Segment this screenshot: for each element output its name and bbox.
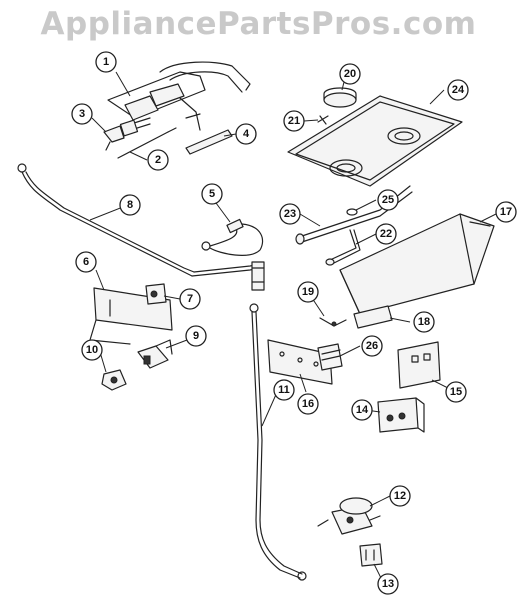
svg-text:15: 15 <box>450 386 462 398</box>
callout-12: 12 <box>389 485 411 507</box>
callout-22: 22 <box>375 223 397 245</box>
part-pressure-regulator[interactable] <box>317 497 381 535</box>
part-regulator-bracket[interactable] <box>359 543 383 567</box>
part-strap-bracket[interactable] <box>185 129 233 155</box>
svg-text:23: 23 <box>284 208 296 220</box>
callout-20: 20 <box>339 63 361 85</box>
svg-text:25: 25 <box>382 194 394 206</box>
part-orifice-tube[interactable] <box>325 229 361 266</box>
part-burner-pan[interactable] <box>287 95 463 187</box>
part-igniter-rod[interactable] <box>117 127 177 159</box>
part-small-bracket[interactable] <box>103 125 125 151</box>
callout-4: 4 <box>235 123 257 145</box>
callout-9: 9 <box>185 325 207 347</box>
svg-text:13: 13 <box>382 578 394 590</box>
part-mounting-bracket[interactable] <box>267 339 333 385</box>
svg-text:22: 22 <box>380 228 392 240</box>
callout-15: 15 <box>445 381 467 403</box>
callout-25: 25 <box>377 189 399 211</box>
part-spark-module[interactable] <box>377 397 425 433</box>
svg-text:10: 10 <box>86 344 98 356</box>
svg-text:18: 18 <box>418 316 430 328</box>
part-cover-plate[interactable] <box>397 341 441 389</box>
svg-text:3: 3 <box>79 108 85 120</box>
part-broiler-drawer[interactable] <box>339 213 495 315</box>
part-knob[interactable] <box>101 369 127 391</box>
svg-text:9: 9 <box>193 330 199 342</box>
part-thermostat-valve[interactable] <box>137 339 173 369</box>
callout-16: 16 <box>297 393 319 415</box>
svg-text:24: 24 <box>452 84 465 96</box>
callout-7: 7 <box>179 288 201 310</box>
callout-8: 8 <box>119 194 141 216</box>
svg-text:19: 19 <box>302 286 314 298</box>
part-switch-bracket[interactable] <box>353 305 393 329</box>
callout-3: 3 <box>71 103 93 125</box>
callout-11: 11 <box>273 379 295 401</box>
callout-10: 10 <box>81 339 103 361</box>
callout-19: 19 <box>297 281 319 303</box>
callout-26: 26 <box>361 335 383 357</box>
svg-text:20: 20 <box>344 68 356 80</box>
svg-text:12: 12 <box>394 490 406 502</box>
svg-text:14: 14 <box>356 404 369 416</box>
svg-text:11: 11 <box>278 384 290 396</box>
part-gas-tube-long[interactable] <box>17 163 263 277</box>
svg-text:21: 21 <box>288 115 300 127</box>
svg-text:2: 2 <box>155 154 161 166</box>
callout-1: 1 <box>95 51 117 73</box>
svg-text:1: 1 <box>103 56 109 68</box>
watermark-text: AppliancePartsPros.com <box>40 6 477 42</box>
part-burner-assembly[interactable] <box>107 61 251 137</box>
callout-2: 2 <box>147 149 169 171</box>
part-wire-harness[interactable] <box>201 218 264 256</box>
part-terminal-block[interactable] <box>317 343 343 371</box>
part-orifice-valve[interactable] <box>145 283 167 305</box>
part-manifold-tee[interactable] <box>251 261 265 291</box>
svg-text:5: 5 <box>209 188 215 200</box>
svg-text:26: 26 <box>366 340 378 352</box>
callout-5: 5 <box>201 183 223 205</box>
svg-text:7: 7 <box>187 293 193 305</box>
part-gas-tube-vertical[interactable] <box>249 303 307 581</box>
callout-18: 18 <box>413 311 435 333</box>
part-clip[interactable] <box>317 115 329 125</box>
svg-text:17: 17 <box>500 206 512 218</box>
svg-text:6: 6 <box>83 256 89 268</box>
callout-24: 24 <box>447 79 469 101</box>
callout-21: 21 <box>283 110 305 132</box>
svg-text:8: 8 <box>127 199 133 211</box>
part-o-ring[interactable] <box>346 208 358 216</box>
callout-6: 6 <box>75 251 97 273</box>
callout-17: 17 <box>495 201 517 223</box>
svg-text:16: 16 <box>302 398 314 410</box>
part-spark-clip[interactable] <box>319 317 347 327</box>
callout-14: 14 <box>351 399 373 421</box>
part-burner-tube[interactable] <box>295 185 413 245</box>
svg-text:4: 4 <box>243 128 250 140</box>
callout-23: 23 <box>279 203 301 225</box>
part-burner-cap[interactable] <box>323 87 357 108</box>
callout-13: 13 <box>377 573 399 595</box>
